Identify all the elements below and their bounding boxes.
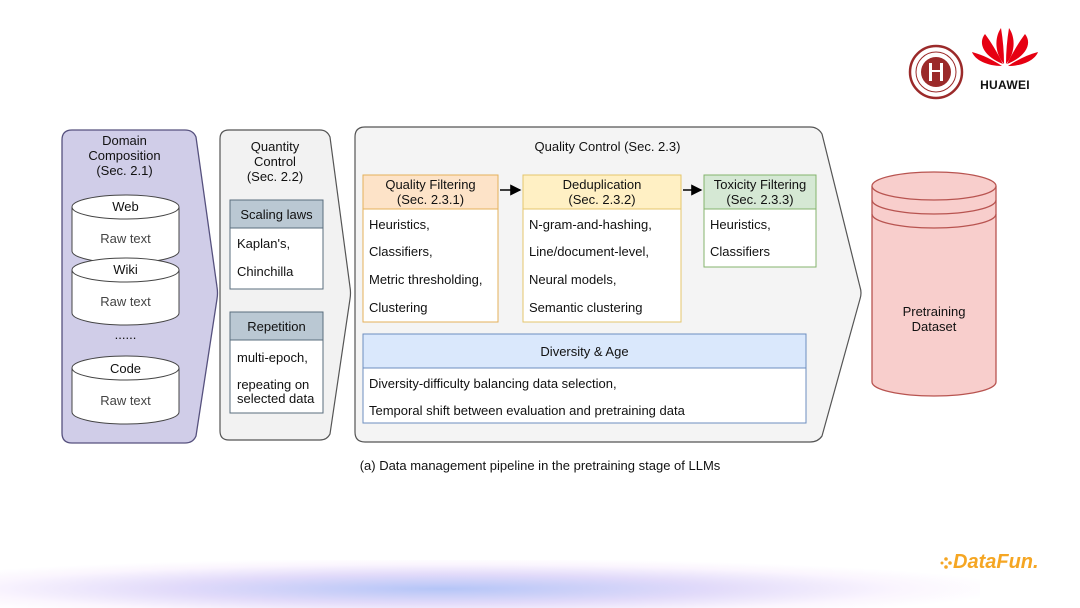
diversity-header: Diversity & Age — [540, 344, 629, 359]
quality-filtering-body — [362, 208, 499, 323]
figure-caption: (a) Data management pipeline in the pret… — [359, 458, 721, 473]
repetition-item-1: multi-epoch, — [237, 350, 308, 365]
repetition-item-3: selected data — [237, 391, 315, 406]
quality-filtering-header-box — [362, 174, 499, 210]
pku-logo — [908, 44, 964, 100]
quantity-title-line3: (Sec. 2.2) — [246, 169, 304, 184]
repetition-header-box — [229, 311, 324, 341]
quantity-control-title: Quantity Control (Sec. 2.2) — [220, 139, 330, 184]
toxicity-filtering-header: Toxicity Filtering (Sec. 2.3.3) — [704, 177, 816, 207]
deduplication-header-line2: (Sec. 2.3.2) — [568, 192, 636, 207]
deduplication-header-box — [522, 174, 682, 210]
scaling-laws-header-box — [229, 199, 324, 229]
dedup-item-3: Neural models, — [529, 272, 617, 287]
toxicity-filtering-body — [703, 208, 817, 268]
toxicity-filtering-header-box — [703, 174, 817, 210]
dataset-line2: Dataset — [911, 319, 957, 334]
domain-ellipsis: ...... — [114, 327, 137, 342]
scaling-item-1: Kaplan's, — [237, 236, 291, 251]
quality-filtering-item-1: Heuristics, — [369, 217, 430, 232]
domain-composition-title: Domain Composition (Sec. 2.1) — [62, 133, 187, 178]
toxicity-item-2: Classifiers — [710, 244, 770, 259]
quantity-title-line1: Quantity — [250, 139, 300, 154]
wiki-label: Wiki — [113, 262, 138, 277]
quality-filtering-item-3: Metric thresholding, — [369, 272, 483, 287]
quantity-title-line2: Control — [254, 154, 296, 169]
deduplication-header-line1: Deduplication — [562, 177, 642, 192]
toxicity-header-line1: Toxicity Filtering — [713, 177, 807, 192]
domain-title-line2: Composition — [88, 148, 161, 163]
diversity-body — [362, 367, 807, 424]
scaling-item-2: Chinchilla — [237, 264, 294, 279]
dedup-item-4: Semantic clustering — [529, 300, 643, 315]
quality-control-title: Quality Control (Sec. 2.3) — [534, 139, 681, 154]
quality-filtering-item-4: Clustering — [369, 300, 428, 315]
repetition-body — [229, 339, 324, 414]
wiki-sub-label: Raw text — [100, 294, 151, 309]
scaling-laws-body — [229, 227, 324, 290]
domain-title-line3: (Sec. 2.1) — [96, 163, 153, 178]
dataset-line1: Pretraining — [902, 304, 966, 319]
web-sub-label: Raw text — [100, 231, 151, 246]
quality-filtering-item-2: Classifiers, — [369, 244, 433, 259]
repetition-header: Repetition — [247, 319, 306, 334]
diversity-item-1: Diversity-difficulty balancing data sele… — [369, 376, 617, 391]
code-cylinder — [71, 355, 180, 425]
decorative-ribbon — [0, 560, 980, 608]
pretraining-dataset-label: Pretraining Dataset — [872, 304, 996, 334]
scaling-laws-header: Scaling laws — [240, 207, 313, 222]
toxicity-item-1: Heuristics, — [710, 217, 771, 232]
quality-filtering-header-line1: Quality Filtering — [385, 177, 476, 192]
code-label: Code — [109, 361, 142, 376]
deduplication-header: Deduplication (Sec. 2.3.2) — [523, 177, 681, 207]
domain-title-line1: Domain — [102, 133, 147, 148]
deduplication-body — [522, 208, 682, 323]
code-sub-label: Raw text — [100, 393, 151, 408]
web-label: Web — [112, 199, 139, 214]
dedup-item-1: N-gram-and-hashing, — [529, 217, 652, 232]
toxicity-header-line2: (Sec. 2.3.3) — [726, 192, 794, 207]
diversity-item-2: Temporal shift between evaluation and pr… — [369, 403, 685, 418]
web-cylinder — [71, 194, 180, 264]
wiki-cylinder — [71, 257, 180, 326]
quality-filtering-header: Quality Filtering (Sec. 2.3.1) — [363, 177, 498, 207]
huawei-flower-icon — [972, 28, 1038, 66]
repetition-item-2: repeating on — [237, 377, 310, 392]
huawei-wordmark: HUAWEI — [980, 78, 1030, 92]
quality-filtering-header-line2: (Sec. 2.3.1) — [396, 192, 465, 207]
pretraining-dataset-cylinder — [871, 171, 997, 397]
dedup-item-2: Line/document-level, — [529, 244, 649, 259]
